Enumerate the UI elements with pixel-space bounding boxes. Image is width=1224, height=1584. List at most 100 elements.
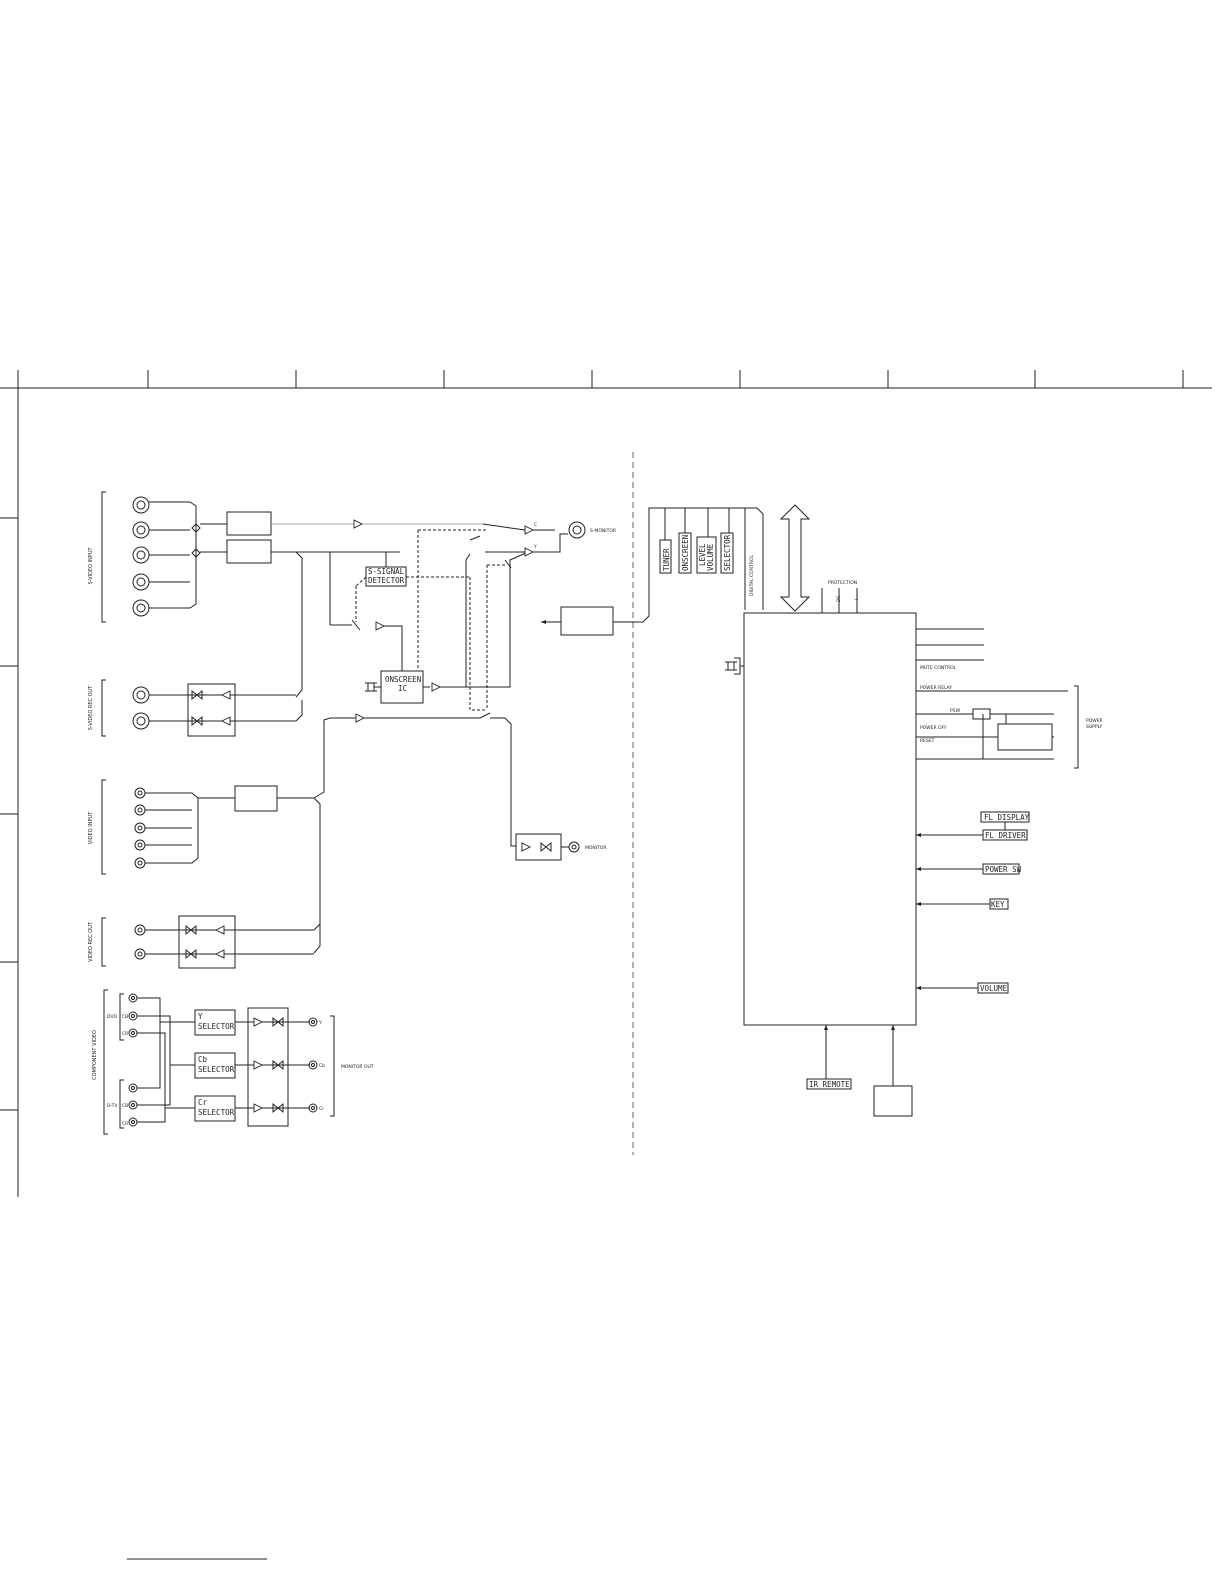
power-sw-label: POWER SW [985,865,1022,874]
power-relay-label: POWER RELAY [920,685,952,691]
power-supply-1-label: POWER [1086,718,1103,724]
selector-block: SELECTOR [720,532,734,574]
comp-jack-5 [128,1100,138,1110]
comp-jack-3 [128,1028,138,1038]
buffer-sw [375,621,386,631]
comp-out-jack-cb [308,1060,318,1070]
video-rec-out-group: VIDEO REC OUT [88,915,321,969]
s-video-y-selector [226,539,272,564]
comp-jack-6 [128,1117,138,1127]
s-video-input-label: S-VIDEO INPUT [88,547,94,585]
psw-resistor [972,708,991,720]
dc-label: DC [836,595,842,602]
cb-selector: Cb SELECTOR [194,1052,236,1079]
cb-selector-2-label: SELECTOR [198,1065,235,1074]
d-tv-label: D-TV [107,1103,118,1109]
tuner-block: TUNER [659,539,672,574]
s-video-rec-out-group: S-VIDEO REC OUT [88,679,303,737]
s-video-jack-4 [132,573,150,591]
rca-jack-2 [134,804,146,816]
c-label: C [534,522,537,528]
s-signal-detector: S-SIGNAL DETECTOR [365,552,407,587]
cr-label: CR [122,1031,128,1037]
crystal-icon [367,682,375,692]
ir-remote-label: IR REMOTE [809,1080,850,1089]
rca-jack-5 [134,857,146,869]
y-selector-2-label: SELECTOR [198,1022,235,1031]
component-video-label: COMPONENT VIDEO [92,1030,98,1080]
onscreen-block: ONSCREEN [678,532,692,574]
rca-rec-jack-1 [134,924,146,936]
comp-jack-1 [128,993,138,1003]
s-video-jack-5 [132,599,150,617]
video-rec-buffer-box [178,915,236,969]
frame-grid [0,370,1212,1197]
psw-label: PSW [950,708,961,714]
component-video-group: COMPONENT VIDEO DVD D-TV CB CR CB CR Y S… [92,989,374,1135]
buffer-s-mon-c [524,525,535,535]
power-off-label: POWER OFF [920,725,947,731]
s-video-jack-2 [132,521,150,539]
s-video-rec-jack-1 [132,686,150,704]
composite-monitor-out: MONITOR [515,833,607,861]
level-volume-2-label: VOLUME [706,543,715,571]
fl-display-block: FL DISPLAY [980,811,1030,823]
buffer-c [353,519,364,529]
video-input-group: VIDEO INPUT [88,712,516,954]
key-label: KEY [991,900,1005,909]
yy-label: Y [533,544,537,550]
onscreen-ic-1-label: ONSCREEN [385,675,421,684]
key-block: KEY [989,898,1009,910]
cb-label: CB [122,1014,128,1020]
level-volume-1-label: LEVEL [698,543,707,566]
reset-circuit-block [997,723,1053,751]
volume-block: VOLUME [977,982,1009,994]
s-signal-detector-2-label: DETECTOR [368,576,405,585]
cr-label: CR [122,1121,128,1127]
power-sw-block: POWER SW [982,863,1022,875]
rca-jack-3 [134,822,146,834]
reset-label: RESET [920,738,935,744]
mute-control-label: MUTE CONTROL [920,665,957,671]
monitor-out-label: MONITOR OUT [341,1064,374,1070]
i-label: I [854,599,860,600]
video-selector [234,785,278,812]
cb-label: CB [122,1103,128,1109]
s-monitor-jack [568,521,586,539]
comp-out-jack-y [308,1017,318,1027]
out-cb-label: Cb [319,1063,325,1069]
volume-label: VOLUME [980,984,1008,993]
monitor-label: MONITOR [585,845,607,851]
level-volume-block: LEVEL VOLUME [696,536,717,574]
control-section: TUNER ONSCREEN LEVEL VOLUME SELECTOR DIG… [541,504,1103,1117]
power-supply-2-label: SUPPLY [1086,724,1102,730]
switch-network [329,523,526,711]
cb-selector-1-label: Cb [198,1055,208,1064]
digital-control-label: DIGITAL CONTROL [749,555,755,596]
microprocessor-block [743,612,917,1026]
s-monitor-output: C Y S-MONITOR [524,521,616,557]
comp-jack-4 [128,1083,138,1093]
cr-selector-1-label: Cr [198,1098,208,1107]
bus-arrow [779,504,811,612]
mcu-crystal [727,661,735,671]
cr-selector-2-label: SELECTOR [198,1108,235,1117]
out-cr-label: Cr [319,1106,324,1112]
blank-block [873,1085,913,1117]
s-video-rec-jack-2 [132,712,150,730]
onscreen-label: ONSCREEN [681,535,690,571]
cr-selector: Cr SELECTOR [194,1095,236,1122]
s-video-rec-out-label: S-VIDEO REC OUT [88,685,94,730]
protection-label: PROTECTION [828,580,857,586]
buffer-s-mon-y [524,547,535,557]
out-y-label: Y [318,1020,322,1026]
dvd-label: DVD [107,1014,117,1020]
fl-driver-block: FL DRIVER [982,829,1028,841]
s-video-input-group: S-VIDEO INPUT [88,491,483,698]
rca-jack-1 [134,787,146,799]
tuner-label: TUNER [662,548,671,571]
rca-jack-4 [134,839,146,851]
s-video-c-selector [226,511,272,536]
comp-jack-2 [128,1011,138,1021]
onscreen-ic-2-label: IC [398,684,407,693]
